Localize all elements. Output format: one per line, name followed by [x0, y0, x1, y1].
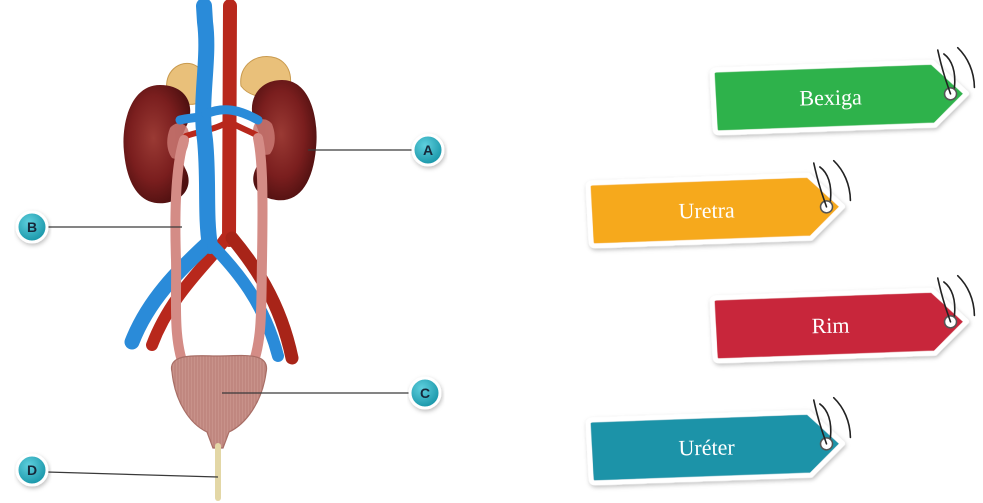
marker-c-letter: C — [420, 385, 430, 401]
bladder — [171, 356, 266, 448]
marker-d-letter: D — [27, 462, 37, 478]
marker-b[interactable]: B — [17, 212, 47, 242]
tag-bexiga[interactable]: Bexiga — [712, 47, 975, 133]
marker-c[interactable]: C — [410, 378, 440, 408]
tag-label: Rim — [811, 313, 849, 339]
tag-label: Bexiga — [799, 84, 862, 110]
tag-label: Uréter — [678, 434, 735, 460]
anatomy-illustration — [123, 6, 316, 498]
tag-label: Uretra — [678, 197, 735, 223]
marker-a-letter: A — [423, 142, 433, 158]
marker-a[interactable]: A — [413, 135, 443, 165]
marker-b-letter: B — [27, 219, 37, 235]
iliac-vein-left — [132, 243, 208, 342]
tag-uretra[interactable]: Uretra — [588, 160, 851, 246]
vena-cava — [203, 6, 210, 246]
marker-d[interactable]: D — [17, 455, 47, 485]
tag-rim[interactable]: Rim — [712, 275, 975, 361]
tag-ureter[interactable]: Uréter — [588, 397, 851, 483]
leader-line-d — [47, 472, 218, 477]
renal-vein-left — [180, 116, 205, 120]
